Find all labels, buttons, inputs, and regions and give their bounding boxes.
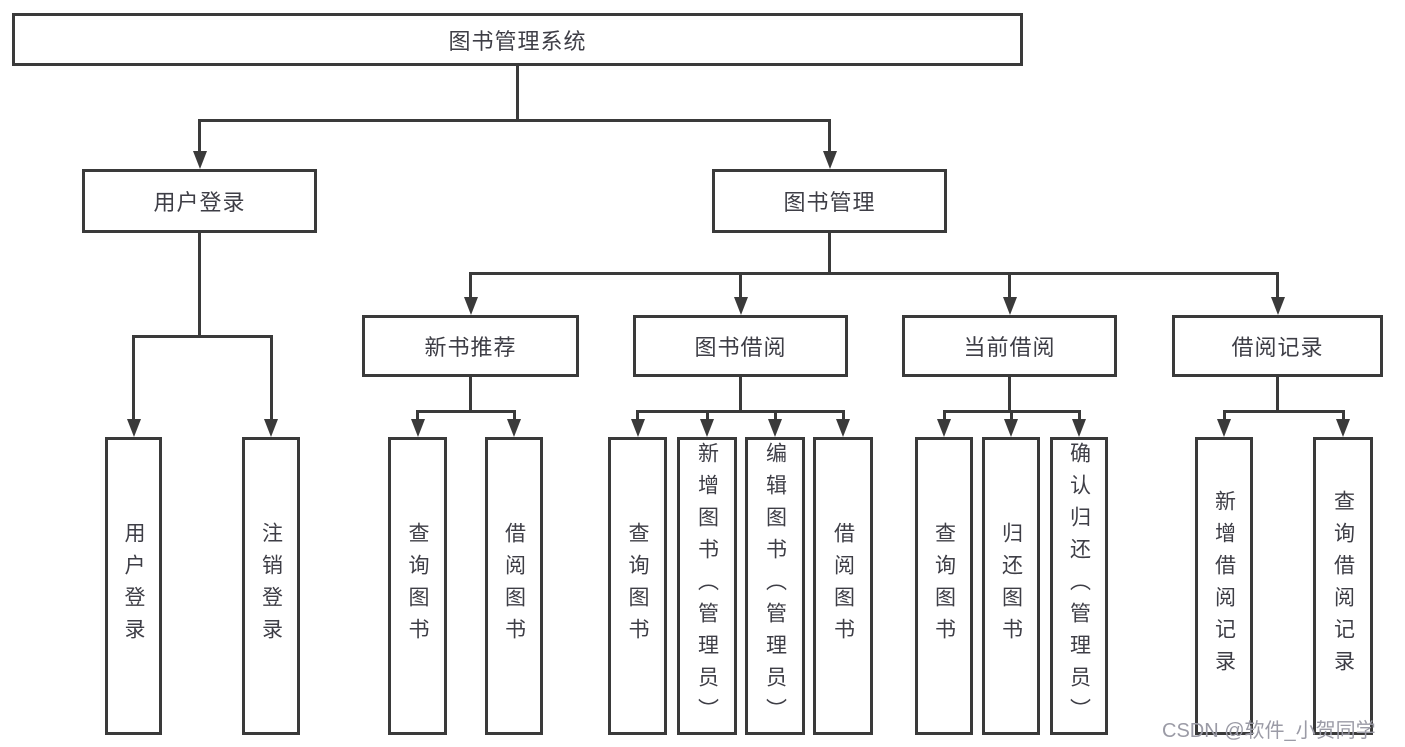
connector-stem xyxy=(828,233,831,275)
arrowhead-icon xyxy=(410,419,425,437)
connector-arrow-line xyxy=(636,410,639,423)
node-user-login: 用户登录 xyxy=(82,169,317,233)
arrowhead-icon xyxy=(700,419,714,437)
csdn-watermark: CSDN @软件_小贺同学 xyxy=(1162,720,1376,742)
connector-arrow-line xyxy=(1222,410,1226,423)
connector-rail xyxy=(132,335,273,338)
arrowhead-icon xyxy=(1336,419,1350,437)
arrowhead-icon xyxy=(768,419,782,437)
node-borrow-records: 借阅记录 xyxy=(1172,315,1383,377)
node-query-books-current-label: 查询图书 xyxy=(932,522,956,650)
node-borrow-books-borrowing-label: 借阅图书 xyxy=(831,522,855,650)
node-borrow-books-recommend-label: 借阅图书 xyxy=(502,522,526,650)
connector-arrow-line xyxy=(942,410,946,423)
connector-arrow-line xyxy=(739,272,742,301)
node-user-login-leaf-label: 用户登录 xyxy=(122,522,145,650)
connector-arrow-line xyxy=(469,272,472,301)
node-query-books-borrowing-label: 查询图书 xyxy=(626,522,649,650)
node-confirm-return-admin-label: 确认归还（管理员） xyxy=(1067,442,1091,730)
arrowhead-icon xyxy=(836,419,850,437)
node-system-label: 图书管理系统 xyxy=(448,28,587,54)
connector-arrow-line xyxy=(1008,272,1011,301)
arrowhead-icon xyxy=(1004,419,1018,437)
node-query-books-current: 查询图书 xyxy=(915,437,973,735)
node-current-borrowing-label: 当前借阅 xyxy=(963,335,1056,360)
connector-rail xyxy=(1222,410,1345,413)
node-borrow-books-recommend: 借阅图书 xyxy=(485,437,543,735)
node-system: 图书管理系统 xyxy=(12,13,1023,66)
connector-arrow-line xyxy=(132,335,135,423)
connector-rail xyxy=(469,272,1279,275)
node-query-books-recommend: 查询图书 xyxy=(388,437,447,735)
connector-stem xyxy=(1008,377,1011,413)
connector-arrow-line xyxy=(269,335,273,423)
connector-rail xyxy=(636,410,845,413)
node-confirm-return-admin: 确认归还（管理员） xyxy=(1050,437,1108,735)
node-current-borrowing: 当前借阅 xyxy=(902,315,1117,377)
connector-stem xyxy=(469,377,472,413)
connector-rail xyxy=(416,410,516,413)
node-add-books-admin-label: 新增图书（管理员） xyxy=(695,442,719,730)
connector-stem xyxy=(739,377,742,413)
node-new-book-recommend: 新书推荐 xyxy=(362,315,579,377)
connector-arrow-line xyxy=(512,410,516,423)
connector-arrow-line xyxy=(1276,272,1279,301)
connector-stem xyxy=(516,66,519,122)
node-book-management-label: 图书管理 xyxy=(783,190,876,215)
node-book-borrowing-label: 图书借阅 xyxy=(694,335,787,360)
node-book-borrowing: 图书借阅 xyxy=(633,315,848,377)
node-query-borrow-record: 查询借阅记录 xyxy=(1313,437,1373,735)
node-borrow-records-label: 借阅记录 xyxy=(1231,335,1324,360)
node-edit-books-admin-label: 编辑图书（管理员） xyxy=(763,442,787,730)
node-return-books: 归还图书 xyxy=(982,437,1040,735)
arrowhead-icon xyxy=(1217,419,1231,437)
node-query-books-borrowing: 查询图书 xyxy=(608,437,667,735)
connector-stem xyxy=(1276,377,1279,413)
connector-stem xyxy=(198,233,201,338)
connector-arrow-line xyxy=(416,410,419,423)
connector-arrow-line xyxy=(1341,410,1345,423)
arrowhead-icon xyxy=(126,419,141,437)
arrowhead-icon xyxy=(192,151,207,169)
arrowhead-icon xyxy=(507,419,521,437)
node-user-login-leaf: 用户登录 xyxy=(105,437,162,735)
connector-arrow-line xyxy=(1009,410,1013,423)
node-user-login-label: 用户登录 xyxy=(153,190,246,215)
connector-arrow-line xyxy=(773,410,777,423)
node-logout: 注销登录 xyxy=(242,437,300,735)
node-add-borrow-record-label: 新增借阅记录 xyxy=(1212,490,1236,682)
arrowhead-icon xyxy=(630,419,645,437)
arrowhead-icon xyxy=(937,419,951,437)
arrowhead-icon xyxy=(733,297,748,315)
node-book-management: 图书管理 xyxy=(712,169,947,233)
connector-arrow-line xyxy=(828,119,831,155)
connector-rail xyxy=(198,119,831,122)
node-edit-books-admin: 编辑图书（管理员） xyxy=(745,437,805,735)
connector-arrow-line xyxy=(705,410,709,423)
connector-arrow-line xyxy=(841,410,845,423)
node-add-books-admin: 新增图书（管理员） xyxy=(677,437,737,735)
connector-arrow-line xyxy=(1077,410,1081,423)
node-logout-label: 注销登录 xyxy=(259,522,283,650)
arrowhead-icon xyxy=(1270,297,1285,315)
node-add-borrow-record: 新增借阅记录 xyxy=(1195,437,1253,735)
arrowhead-icon xyxy=(1072,419,1086,437)
node-query-books-recommend-label: 查询图书 xyxy=(406,522,429,650)
node-new-book-recommend-label: 新书推荐 xyxy=(424,335,517,360)
connector-arrow-line xyxy=(198,119,201,155)
node-return-books-label: 归还图书 xyxy=(999,522,1023,650)
arrowhead-icon xyxy=(264,419,278,437)
arrowhead-icon xyxy=(822,151,837,169)
node-borrow-books-borrowing: 借阅图书 xyxy=(813,437,873,735)
arrowhead-icon xyxy=(463,297,478,315)
arrowhead-icon xyxy=(1002,297,1017,315)
node-query-borrow-record-label: 查询借阅记录 xyxy=(1331,490,1355,682)
